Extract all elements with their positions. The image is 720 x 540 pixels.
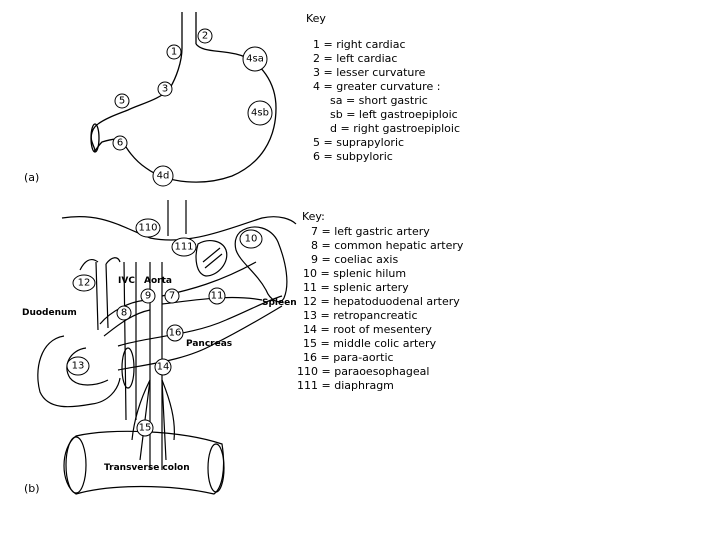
station-4d: 4d	[152, 165, 174, 187]
svg-text:16: 16	[169, 328, 182, 339]
station-16: 16	[166, 324, 184, 342]
key-a: Key 1 = right cardiac 2 = left cardiac 3…	[306, 12, 460, 163]
station-9: 9	[140, 288, 156, 304]
key-b-line: 16 = para-aortic	[303, 351, 394, 364]
station-10: 10	[239, 229, 263, 249]
station-15: 15	[136, 419, 154, 437]
key-b-line: 15 = middle colic artery	[303, 337, 437, 350]
svg-text:5: 5	[119, 96, 125, 107]
key-b-line: 9 = coeliac axis	[311, 253, 398, 266]
key-b-line: 7 = left gastric artery	[311, 225, 430, 238]
key-a-title: Key	[306, 12, 326, 25]
pancreas-shape	[117, 295, 283, 371]
svg-text:6: 6	[117, 138, 123, 149]
key-b-line: 12 = hepatoduodenal artery	[303, 295, 460, 308]
svg-text:15: 15	[139, 423, 152, 434]
svg-text:8: 8	[121, 308, 127, 319]
svg-text:7: 7	[169, 291, 175, 302]
svg-text:1: 1	[171, 47, 177, 58]
key-b-line: 10 = splenic hilum	[303, 267, 406, 280]
svg-text:2: 2	[202, 31, 208, 42]
svg-text:12: 12	[78, 278, 91, 289]
svg-text:10: 10	[245, 234, 258, 245]
key-b-line: 8 = common hepatic artery	[311, 239, 464, 252]
key-a-line: 2 = left cardiac	[313, 52, 397, 65]
duodenum-shape	[37, 335, 121, 408]
svg-text:4sa: 4sa	[246, 54, 264, 65]
panel-b-label: (b)	[24, 482, 40, 495]
key-a-line: 5 = suprapyloric	[313, 136, 404, 149]
station-13: 13	[66, 356, 90, 376]
station-4sa: 4sa	[242, 46, 268, 72]
key-a-line: 1 = right cardiac	[313, 38, 406, 51]
station-110: 110	[135, 218, 161, 238]
station-3: 3	[157, 81, 173, 97]
key-b-line: 14 = root of mesentery	[303, 323, 432, 336]
svg-text:4d: 4d	[157, 171, 170, 182]
key-b-line: 11 = splenic artery	[303, 281, 409, 294]
ivc-label: IVC	[118, 276, 135, 286]
station-1: 1	[166, 44, 182, 60]
key-b-line: 110 = paraoesophageal	[297, 365, 429, 378]
station-4sb: 4sb	[247, 100, 273, 126]
key-b: Key: 7 = left gastric artery 8 = common …	[297, 210, 464, 392]
station-6: 6	[112, 135, 128, 151]
pancreas-label: Pancreas	[186, 339, 232, 349]
key-a-line: 3 = lesser curvature	[313, 66, 426, 79]
svg-text:110: 110	[138, 223, 157, 234]
station-2: 2	[197, 28, 213, 44]
aorta-label: Aorta	[144, 276, 172, 286]
station-7: 7	[164, 288, 180, 304]
svg-text:11: 11	[211, 291, 224, 302]
diaphragm	[61, 216, 297, 241]
svg-text:4sb: 4sb	[251, 108, 269, 119]
svg-text:9: 9	[145, 291, 151, 302]
station-5: 5	[114, 93, 130, 109]
svg-text:13: 13	[72, 361, 85, 372]
key-a-line: d = right gastroepiploic	[330, 122, 460, 135]
key-a-line: 6 = subpyloric	[313, 150, 393, 163]
key-a-line: sb = left gastroepiploic	[330, 108, 458, 121]
key-a-line: sa = short gastric	[330, 94, 428, 107]
panel-a-label: (a)	[24, 171, 39, 184]
svg-text:111: 111	[174, 242, 193, 253]
station-11: 11	[208, 287, 226, 305]
key-b-line: 13 = retropancreatic	[303, 309, 418, 322]
station-12: 12	[72, 274, 96, 292]
key-a-line: 4 = greater curvature :	[313, 80, 440, 93]
crus	[195, 240, 228, 277]
station-111: 111	[171, 237, 197, 257]
station-8: 8	[116, 305, 132, 321]
transverse-colon-label: Transverse colon	[104, 463, 190, 473]
spleen-shape	[234, 226, 288, 303]
spleen-label: Spleen	[262, 298, 297, 308]
oesophagus-b	[167, 200, 187, 236]
key-b-title: Key:	[302, 210, 325, 223]
duodenum-label: Duodenum	[22, 308, 77, 318]
key-b-line: 111 = diaphragm	[297, 379, 394, 392]
svg-text:3: 3	[162, 84, 168, 95]
station-14: 14	[154, 358, 172, 376]
oesophagus	[181, 12, 197, 48]
svg-text:14: 14	[157, 362, 170, 373]
